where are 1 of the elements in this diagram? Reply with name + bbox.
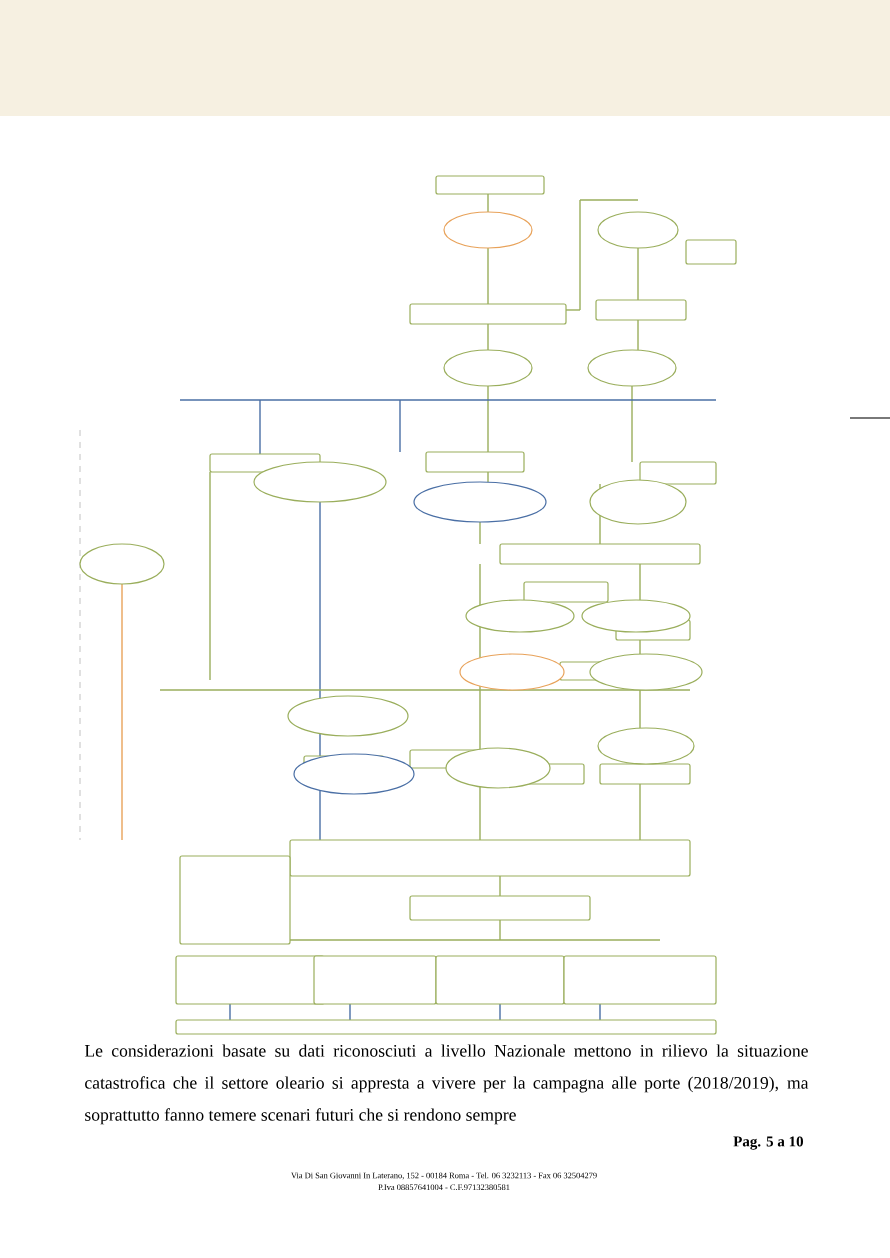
body-paragraph: Le considerazioni basate su dati riconosciuti a livello Nazionale mettono in rilievo la situazione catastrofica che il settore oleario si appresta a vivere per la campagna alle porte (2018/2019), ma soprattutto fanno temere scenari futuri che si rendono sempre bbox=[84, 1044, 809, 1125]
